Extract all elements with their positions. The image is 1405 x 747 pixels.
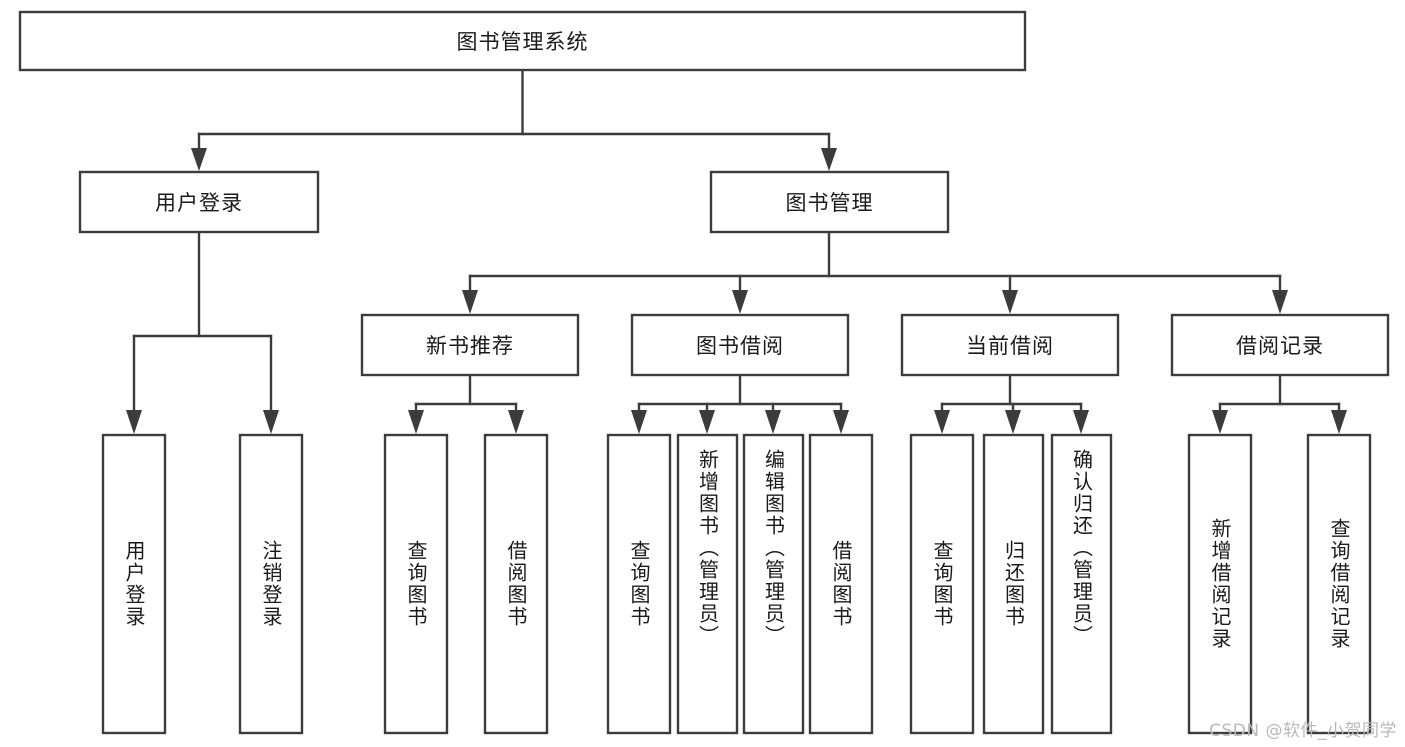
node-box-current-borrow[interactable] bbox=[900, 313, 1120, 377]
node-box-leaf-query-book-rec[interactable] bbox=[383, 433, 449, 735]
arrow-root-to-user-login-icon bbox=[191, 148, 207, 171]
arrow-user-login-leaf1-icon bbox=[126, 410, 142, 434]
node-box-leaf-return-book[interactable] bbox=[982, 433, 1045, 735]
csdn-watermark: CSDN @软件_小贺同学 bbox=[1209, 721, 1397, 741]
node-box-leaf-add-record[interactable] bbox=[1187, 433, 1253, 735]
connector-group-book-manage bbox=[462, 230, 1288, 314]
node-box-leaf-borrow-book[interactable] bbox=[808, 433, 874, 735]
node-box-root[interactable] bbox=[18, 10, 1027, 72]
arrow-cb-leaf1-icon bbox=[934, 410, 950, 434]
node-box-leaf-logout[interactable] bbox=[238, 433, 304, 735]
node-box-leaf-confirm-return[interactable] bbox=[1050, 433, 1113, 735]
arrow-br-leaf2-icon bbox=[1331, 410, 1347, 434]
connector-group-current-borrow bbox=[934, 373, 1089, 434]
arrow-bm-to-current-borrow-icon bbox=[1002, 290, 1018, 314]
arrow-bm-to-book-borrow-icon bbox=[732, 290, 748, 314]
arrow-bb-leaf3-icon bbox=[765, 410, 781, 434]
connector-group-root bbox=[191, 68, 837, 171]
node-box-book-borrow[interactable] bbox=[630, 313, 850, 377]
node-box-leaf-query-record[interactable] bbox=[1306, 433, 1372, 735]
arrow-cb-leaf3-icon bbox=[1073, 410, 1089, 434]
connector-group-user-login bbox=[126, 230, 279, 434]
node-box-leaf-query-book-borrow[interactable] bbox=[606, 433, 672, 735]
node-box-new-book-rec[interactable] bbox=[360, 313, 580, 377]
arrow-bb-leaf4-icon bbox=[833, 410, 849, 434]
node-box-leaf-user-login[interactable] bbox=[101, 433, 167, 735]
node-box-borrow-record[interactable] bbox=[1170, 313, 1390, 377]
node-box-leaf-query-book-current[interactable] bbox=[909, 433, 975, 735]
connector-group-borrow-record bbox=[1212, 373, 1347, 434]
arrow-root-to-book-manage-icon bbox=[821, 148, 837, 171]
node-box-leaf-edit-book[interactable] bbox=[742, 433, 805, 735]
node-box-user-login[interactable] bbox=[78, 170, 320, 234]
arrow-bm-to-new-book-rec-icon bbox=[462, 290, 478, 314]
arrow-bb-leaf1-icon bbox=[631, 410, 647, 434]
arrow-cb-leaf2-icon bbox=[1005, 410, 1021, 434]
arrow-bm-to-borrow-record-icon bbox=[1272, 290, 1288, 314]
arrow-bb-leaf2-icon bbox=[699, 410, 715, 434]
node-box-leaf-add-book[interactable] bbox=[676, 433, 739, 735]
node-box-leaf-borrow-book-rec[interactable] bbox=[483, 433, 549, 735]
node-box-book-manage[interactable] bbox=[709, 170, 950, 234]
connector-group-book-borrow bbox=[631, 373, 849, 434]
arrow-user-login-leaf2-icon bbox=[263, 410, 279, 434]
arrow-br-leaf1-icon bbox=[1212, 410, 1228, 434]
connector-group-new-book-rec bbox=[408, 373, 524, 434]
arrow-nbr-leaf1-icon bbox=[408, 410, 424, 434]
arrow-nbr-leaf2-icon bbox=[508, 410, 524, 434]
